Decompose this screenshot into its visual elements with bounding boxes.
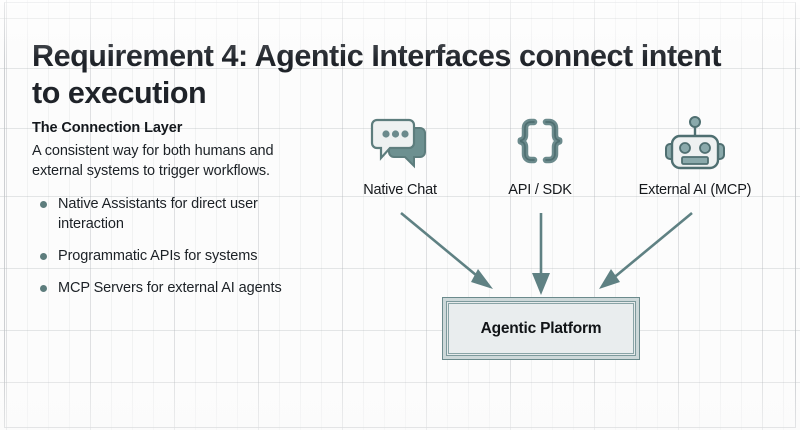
bullet-list: Native Assistants for direct user intera… [32, 195, 294, 298]
panel-subheading: The Connection Layer [32, 120, 183, 136]
arrow-external-ai-to-platform [599, 211, 693, 289]
arrow-native-chat-to-platform [400, 211, 493, 289]
platform-label: Agentic Platform [480, 319, 602, 337]
bullet-dot-icon [40, 201, 47, 209]
diagram-node-native-chat[interactable]: Native Chat [330, 114, 470, 198]
list-item-label: MCP Servers for external AI agents [58, 280, 282, 297]
node-label: External AI (MCP) [638, 182, 752, 198]
robot-icon-wrap [590, 114, 800, 176]
bullet-dot-icon [40, 285, 47, 293]
list-item: Native Assistants for direct user intera… [32, 195, 294, 234]
chat-bubbles-icon-wrap [330, 114, 470, 176]
node-label: Native Chat [363, 182, 437, 198]
chat-bubbles-icon [370, 118, 426, 169]
list-item-label: Programmatic APIs for systems [58, 248, 258, 264]
diagram-node-api-sdk[interactable]: API / SDK [475, 114, 605, 198]
list-item: MCP Servers for external AI agents [32, 279, 294, 298]
arrow-api-sdk-to-platform [532, 213, 550, 295]
list-item-label: Native Assistants for direct user intera… [58, 196, 258, 232]
agentic-platform-box[interactable]: Agentic Platform [442, 297, 640, 360]
bullet-dot-icon [40, 253, 47, 260]
connection-layer-panel: The Connection Layer A consistent way fo… [32, 120, 294, 312]
robot-icon [665, 116, 725, 170]
diagram-node-external-ai[interactable]: External AI (MCP) [590, 114, 800, 198]
agentic-interfaces-diagram: Native Chat API / SDK [330, 100, 800, 400]
panel-description: A consistent way for both humans and ext… [32, 143, 274, 179]
curly-braces-icon [517, 118, 563, 164]
node-label: API / SDK [508, 182, 572, 198]
curly-braces-icon-wrap [475, 114, 605, 176]
list-item: Programmatic APIs for systems [32, 247, 294, 266]
